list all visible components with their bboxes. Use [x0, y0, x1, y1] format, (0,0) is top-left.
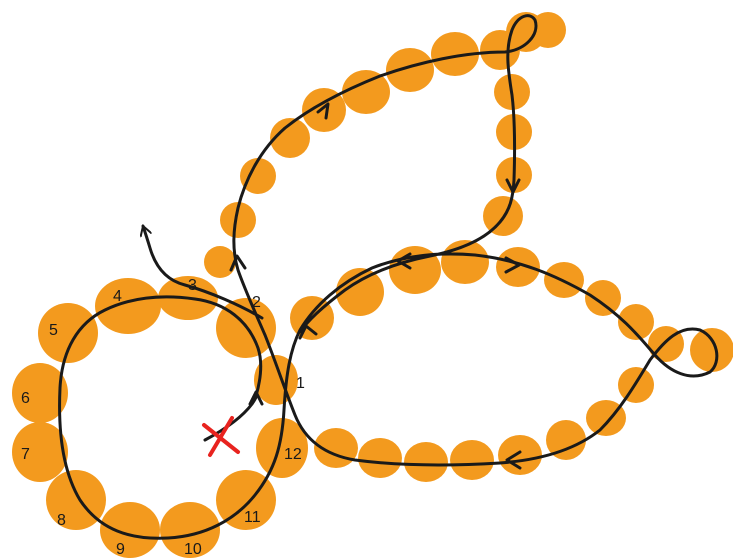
bead-label-1: 1 — [296, 375, 305, 392]
bead-label-4: 4 — [113, 288, 122, 305]
arrow-diag-top — [316, 102, 330, 120]
thread-tail — [143, 226, 264, 320]
bead-upper-b — [220, 202, 256, 238]
bead-label-9: 9 — [116, 541, 125, 558]
bead-label-12: 12 — [284, 446, 302, 463]
direction-arrows — [229, 102, 522, 470]
bead-upper-a — [204, 246, 236, 278]
thread-left-ring — [58, 14, 719, 540]
bead-5 — [38, 303, 98, 363]
bead-upper-e — [302, 88, 346, 132]
bead-right-k — [586, 400, 626, 436]
arrow-up-center — [298, 324, 318, 340]
bead-9 — [100, 502, 160, 558]
bead-right-m — [498, 435, 542, 475]
bead-right-p — [358, 438, 402, 478]
bead-upper-tip — [530, 12, 566, 48]
bead-label-10: 10 — [184, 541, 202, 558]
bead-right-n — [450, 440, 494, 480]
bead-right-o — [404, 442, 448, 482]
arrow-up-inner — [229, 254, 247, 272]
bead-right-tip — [690, 328, 733, 372]
bead-label-2: 2 — [252, 294, 261, 311]
bead-10 — [160, 502, 220, 558]
bead-upper-g — [386, 48, 434, 92]
bead-6 — [12, 363, 68, 423]
bead-labels: 1 2 3 4 5 6 7 8 9 10 11 12 — [21, 277, 305, 558]
bead-label-8: 8 — [57, 512, 66, 529]
start-cross-icon — [202, 416, 240, 457]
bead-right-h — [618, 304, 654, 340]
bead-upper-f — [342, 70, 390, 114]
bead-upper-h — [431, 32, 479, 76]
bead-8 — [46, 470, 106, 530]
bead-group — [12, 12, 733, 558]
arrow-right-mid — [504, 256, 521, 274]
bead-7 — [12, 422, 68, 482]
bead-upper-d — [270, 118, 310, 158]
bead-upper-c — [240, 158, 276, 194]
bead-4 — [95, 278, 161, 334]
bead-label-6: 6 — [21, 390, 30, 407]
bead-right-l — [546, 420, 586, 460]
arrow-up-left-ring — [248, 390, 264, 406]
bead-label-3: 3 — [188, 277, 197, 294]
bead-right-g — [585, 280, 621, 316]
bead-label-11: 11 — [244, 509, 261, 526]
bead-12 — [256, 418, 308, 478]
arrow-down-right-top — [505, 178, 521, 194]
bead-label-5: 5 — [49, 322, 58, 339]
arrow-left-mid — [396, 252, 412, 270]
arrow-left-bottom — [505, 450, 522, 470]
bead-label-7: 7 — [21, 446, 30, 463]
